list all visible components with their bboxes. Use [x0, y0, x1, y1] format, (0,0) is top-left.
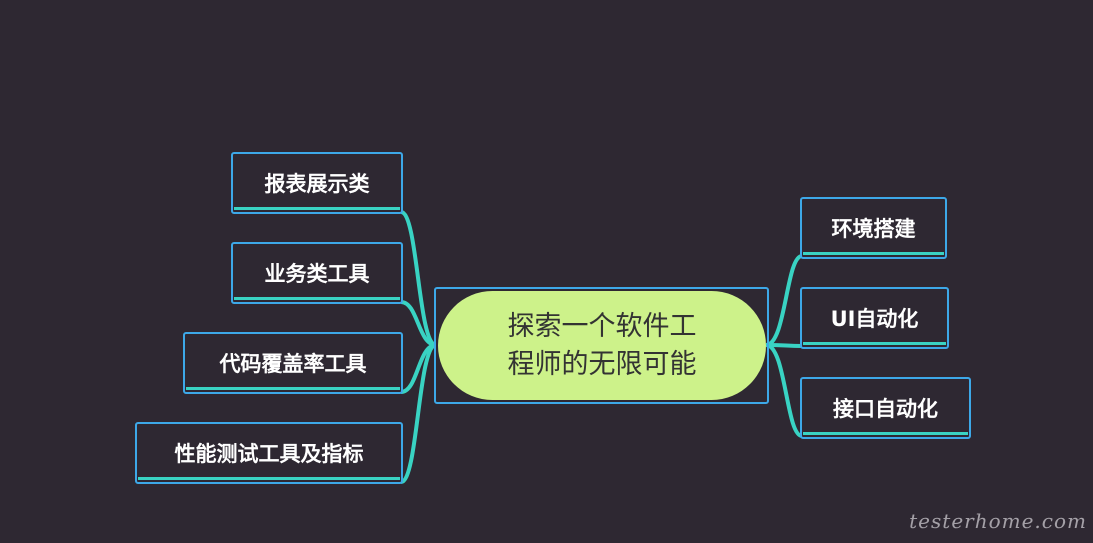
topic-environment-setup[interactable]: 环境搭建 [800, 197, 947, 259]
topic-underline [186, 387, 400, 390]
central-topic-line-1: 探索一个软件工 [507, 310, 697, 342]
connector-left-2 [400, 300, 437, 347]
connector-right-3 [765, 343, 803, 438]
central-topic-frame [434, 287, 769, 404]
connector-left-3 [400, 343, 437, 394]
topic-label: UI自动化 [830, 307, 919, 331]
topic-label: 业务类工具 [264, 262, 370, 286]
topic-label: 环境搭建 [831, 217, 916, 241]
topic-report-display[interactable]: 报表展示类 [231, 152, 403, 214]
topic-api-automation[interactable]: 接口自动化 [800, 377, 971, 439]
connector-right-2 [765, 343, 803, 348]
topic-underline [803, 342, 946, 345]
topic-label: 性能测试工具及指标 [174, 442, 364, 466]
topic-underline [234, 297, 400, 300]
topic-performance-testing[interactable]: 性能测试工具及指标 [135, 422, 403, 484]
topic-underline [234, 207, 400, 210]
topic-business-tools[interactable]: 业务类工具 [231, 242, 403, 304]
topic-underline [803, 252, 944, 255]
topic-label: 代码覆盖率工具 [219, 352, 367, 376]
connector-left-1 [399, 210, 437, 347]
connector-left-4 [400, 343, 437, 484]
topic-label: 接口自动化 [833, 397, 938, 421]
topic-underline [138, 477, 400, 480]
topic-ui-automation[interactable]: UI自动化 [800, 287, 949, 349]
topic-label: 报表展示类 [264, 172, 370, 196]
central-topic[interactable]: 探索一个软件工 程师的无限可能 [438, 291, 766, 400]
central-topic-line-2: 程师的无限可能 [507, 348, 697, 380]
topic-underline [803, 432, 968, 435]
connector-right-1 [765, 254, 803, 347]
topic-code-coverage-tools[interactable]: 代码覆盖率工具 [183, 332, 403, 394]
watermark: testerhome.com [909, 509, 1087, 533]
